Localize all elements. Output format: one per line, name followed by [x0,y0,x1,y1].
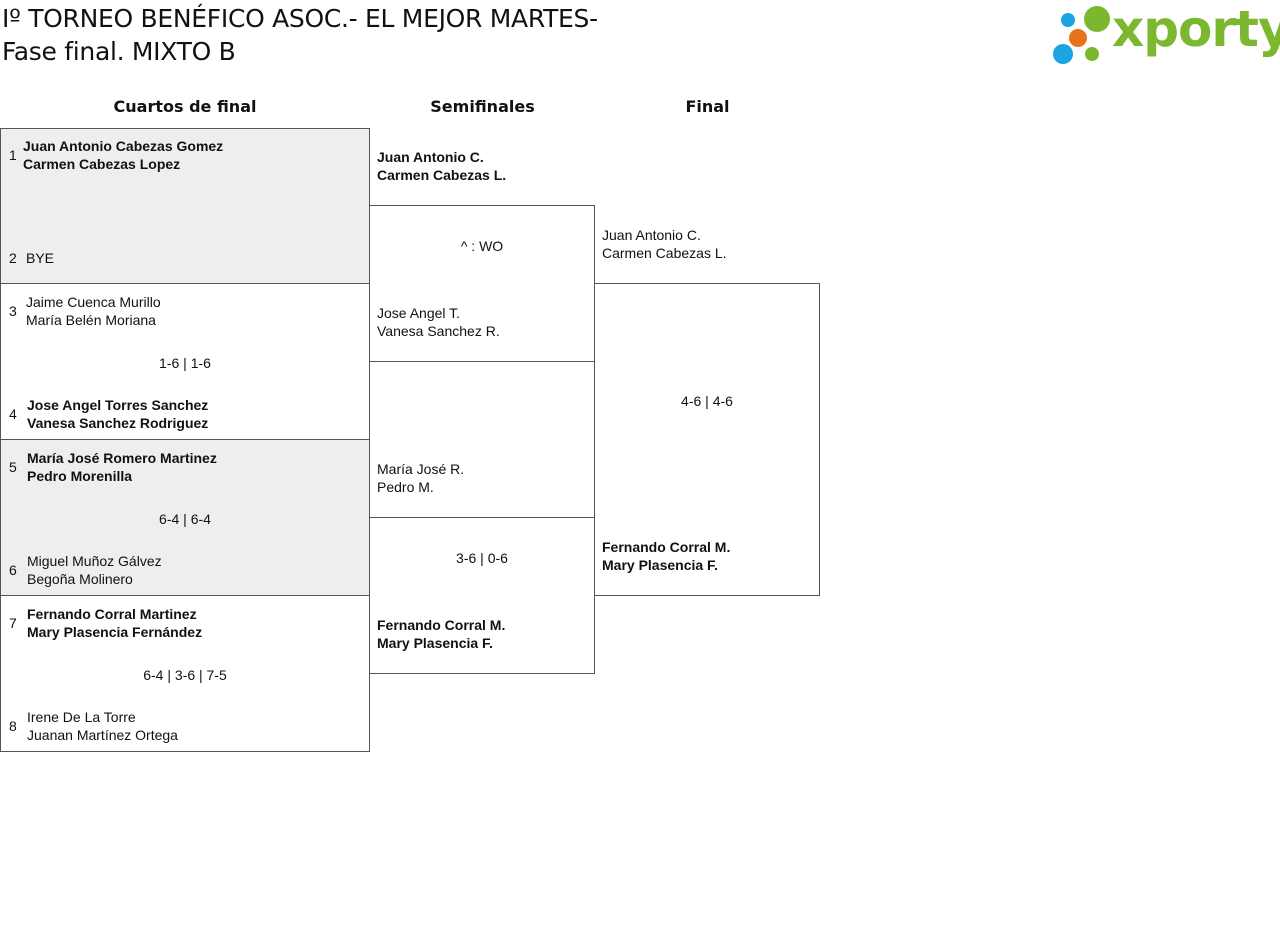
player-name[interactable]: Juanan Martínez Ortega [27,727,178,743]
logo-text: xporty [1112,0,1280,58]
semifinal-match-2: 3-6 | 0-6 Fernando Corral M. Mary Plasen… [369,517,595,674]
player-name: BYE [26,250,55,266]
seed-number: 3 [9,303,17,319]
semifinal-match-1: ^ : WO Jose Angel T. Vanesa Sanchez R. [369,205,595,362]
match-score: 3-6 | 0-6 [456,550,508,566]
player-name[interactable]: Jose Angel Torres Sanchez [27,397,209,413]
page-title: Iº TORNEO BENÉFICO ASOC.- EL MEJOR MARTE… [2,2,598,68]
xporty-logo[interactable]: xporty [1050,0,1280,66]
player-name[interactable]: Jaime Cuenca Murillo [26,294,161,310]
match-score: 4-6 | 4-6 [681,393,733,409]
round-header-quarterfinals: Cuartos de final [113,97,257,116]
player-name[interactable]: María Belén Moriana [26,312,156,328]
final-match: 4-6 | 4-6 Fernando Corral M. Mary Plasen… [594,283,820,596]
match-score: 1-6 | 1-6 [159,355,211,371]
round-header-semifinals: Semifinales [430,97,535,116]
player-name[interactable]: Mary Plasencia F. [377,635,493,651]
logo-dots-icon [1053,6,1110,64]
tournament-title: Iº TORNEO BENÉFICO ASOC.- EL MEJOR MARTE… [2,4,598,33]
quarterfinal-match-1: 1 Juan Antonio Cabezas Gomez Carmen Cabe… [0,128,370,284]
player-name[interactable]: Begoña Molinero [27,571,133,587]
player-name[interactable]: Vanesa Sanchez Rodriguez [27,415,209,431]
player-name[interactable]: María José Romero Martinez [27,450,217,466]
player-name[interactable]: María José R. [377,461,465,477]
player-name[interactable]: Carmen Cabezas L. [602,245,727,261]
match-score: 6-4 | 6-4 [159,511,211,527]
seed-number: 1 [9,147,17,163]
player-name[interactable]: Irene De La Torre [27,709,136,725]
player-name[interactable]: Juan Antonio Cabezas Gomez [23,138,224,154]
match-score: ^ : WO [460,238,504,254]
player-name[interactable]: Juan Antonio C. [377,149,484,165]
player-name[interactable]: Fernando Corral M. [602,539,731,555]
player-name[interactable]: Pedro M. [377,479,434,495]
round-header-final: Final [685,97,730,116]
player-name[interactable]: Carmen Cabezas Lopez [23,156,181,172]
quarterfinal-match-4: 7 Fernando Corral Martinez Mary Plasenci… [0,595,370,752]
player-name[interactable]: Pedro Morenilla [27,468,133,484]
seed-number: 2 [9,250,17,266]
player-name[interactable]: Carmen Cabezas L. [377,167,507,183]
player-name[interactable]: Miguel Muñoz Gálvez [27,553,162,569]
player-name[interactable]: Juan Antonio C. [602,227,701,243]
seed-number: 7 [9,615,17,631]
phase-title: Fase final. MIXTO B [2,37,236,66]
seed-number: 6 [9,562,17,578]
quarterfinal-match-2: 3 Jaime Cuenca Murillo María Belén Moria… [0,283,370,440]
player-name[interactable]: Mary Plasencia F. [602,557,718,573]
player-name[interactable]: Fernando Corral Martinez [27,606,197,622]
player-name[interactable]: Fernando Corral M. [377,617,506,633]
quarterfinal-match-3: 5 María José Romero Martinez Pedro Moren… [0,439,370,596]
seed-number: 4 [9,406,17,422]
match-score: 6-4 | 3-6 | 7-5 [143,667,227,683]
seed-number: 5 [9,459,17,475]
player-name[interactable]: Mary Plasencia Fernández [27,624,203,640]
seed-number: 8 [9,718,17,734]
player-name[interactable]: Jose Angel T. [377,305,461,321]
player-name[interactable]: Vanesa Sanchez R. [377,323,500,339]
